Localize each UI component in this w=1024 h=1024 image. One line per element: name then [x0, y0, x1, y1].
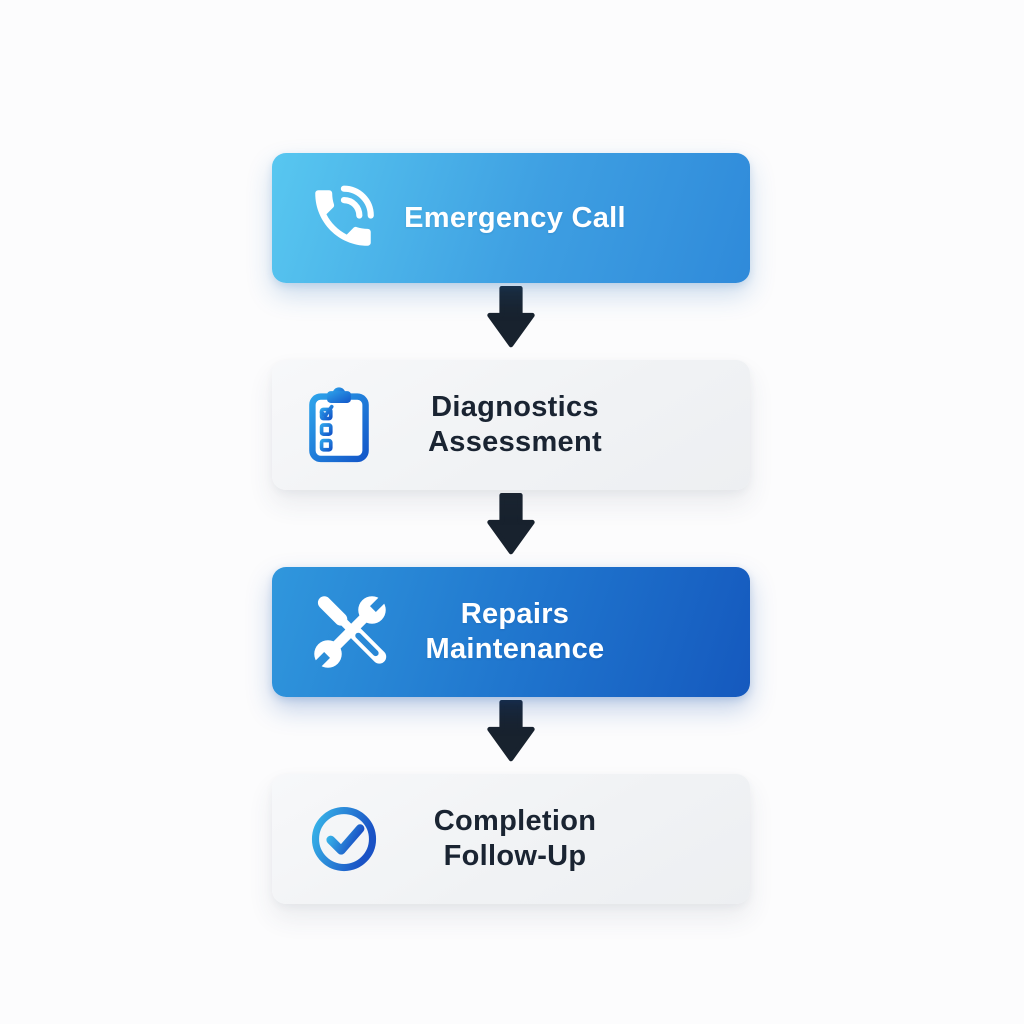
- phone-call-icon: [306, 181, 380, 255]
- step-card-repairs-maintenance: Repairs Maintenance: [272, 567, 750, 697]
- step-label: Completion Follow-Up: [426, 804, 597, 874]
- step-label-line: Assessment: [428, 426, 602, 458]
- flow-connector: [485, 697, 537, 774]
- step-card-diagnostics-assessment: Diagnostics Assessment: [272, 360, 750, 490]
- arrow-down-icon: [485, 698, 537, 771]
- step-label: Repairs Maintenance: [418, 597, 605, 667]
- flow-connector: [485, 490, 537, 567]
- step-card-completion-follow-up: Completion Follow-Up: [272, 774, 750, 904]
- flow-connector: [485, 283, 537, 360]
- step-label-line: Maintenance: [425, 633, 605, 665]
- step-label: Emergency Call: [396, 201, 626, 236]
- step-label-line: Repairs: [460, 598, 570, 630]
- arrow-down-icon: [485, 284, 537, 357]
- step-label-line: Follow-Up: [443, 840, 587, 872]
- clipboard-checklist-icon: [306, 386, 372, 464]
- step-label-line: Emergency Call: [404, 201, 626, 234]
- step-label: Diagnostics Assessment: [420, 390, 602, 460]
- step-label-line: Diagnostics: [431, 391, 599, 423]
- step-card-emergency-call: Emergency Call: [272, 153, 750, 283]
- step-label-line: Completion: [433, 805, 597, 837]
- arrow-down-icon: [485, 491, 537, 564]
- check-circle-icon: [306, 801, 382, 877]
- wrench-screwdriver-icon: [306, 588, 394, 676]
- process-flow: Emergency Call: [272, 153, 750, 904]
